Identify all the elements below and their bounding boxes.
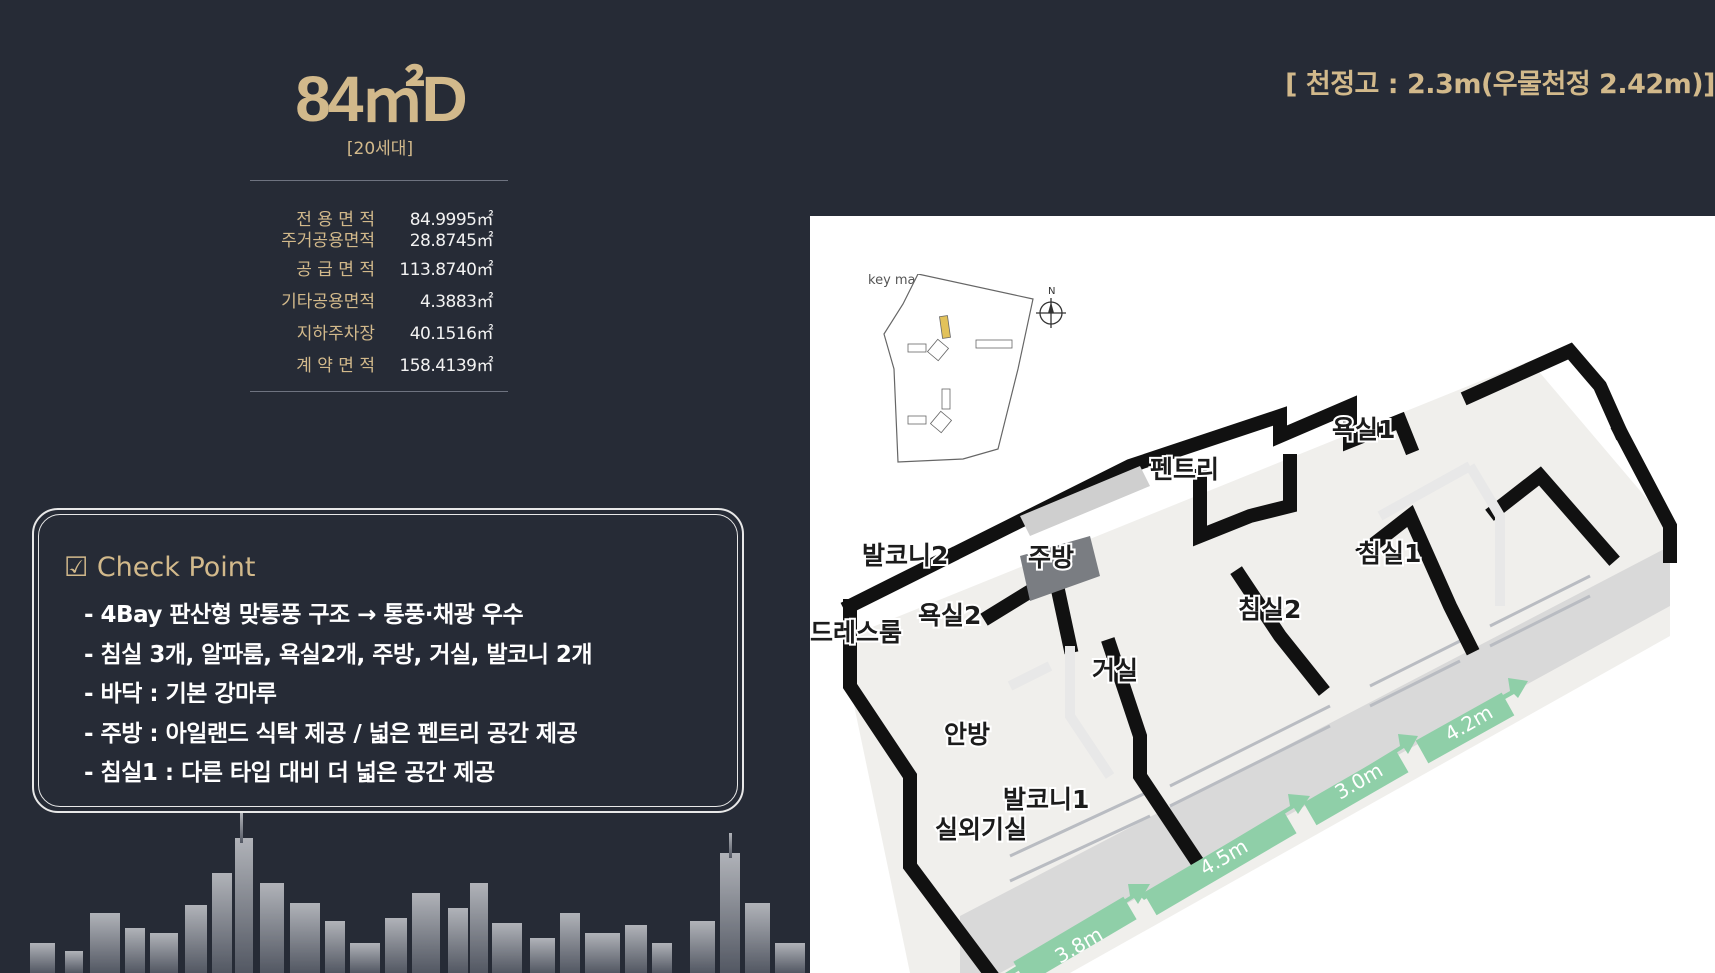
room-label-bedroom2: 침실2: [1238, 595, 1301, 624]
check-point-title-text: Check Point: [96, 552, 256, 583]
room-label-outdoor-unit: 실외기실: [935, 815, 1027, 844]
unit-size-title: 84㎡D: [295, 63, 467, 135]
room-label-living: 거실: [1092, 656, 1138, 685]
floor-plan-illustration: 욕실1 펜트리 발코니2 주방 침실1 욕실2 드레스룸 침실2 거실 안방 발…: [810, 342, 1677, 973]
building-blocks: [907, 338, 1013, 434]
area-value: 4.3883㎡: [420, 291, 493, 312]
area-value: 158.4139㎡: [399, 355, 493, 376]
room-label-kitchen: 주방: [1028, 543, 1074, 572]
room-label-dressroom: 드레스룸: [810, 618, 902, 647]
room-label-balcony1: 발코니1: [1003, 785, 1089, 814]
area-label: 전 용 면 적: [296, 209, 375, 230]
area-row: 계 약 면 적 158.4139㎡: [250, 347, 508, 379]
room-label-bedroom1: 침실1: [1358, 539, 1421, 568]
check-point-item: - 침실 3개, 알파룸, 욕실2개, 주방, 거실, 발코니 2개: [84, 641, 593, 668]
room-label-masterroom: 안방: [944, 720, 990, 749]
check-point-list: - 4Bay 판산형 맞통풍 구조 → 통풍·채광 우수 - 침실 3개, 알파…: [84, 596, 593, 794]
area-label: 기타공용면적: [281, 291, 375, 312]
room-label-balcony2: 발코니2: [862, 541, 948, 570]
kitchen-counter: [1020, 466, 1150, 536]
key-map-label: key map: [868, 274, 924, 288]
interior-partitions: [1007, 461, 1505, 779]
ceiling-height-note: [ 천정고 : 2.3m(우물천정 2.42m)]: [1285, 69, 1715, 100]
room-label-pantry: 펜트리: [1150, 455, 1219, 484]
north-label: N: [1048, 286, 1055, 297]
city-skyline-illustration: [30, 813, 805, 973]
area-value: 84.9995㎡: [409, 209, 494, 230]
floor-slab: [850, 361, 1670, 973]
area-row: 주거공용면적 28.8745㎡: [250, 225, 508, 251]
dimension-bars: [1013, 692, 1515, 973]
exterior-wall-face: [960, 546, 1670, 973]
room-label-bath2: 욕실2: [918, 601, 981, 630]
area-label: 주거공용면적: [281, 230, 375, 251]
check-point-title: ☑ Check Point: [64, 552, 256, 583]
check-point-item: - 바닥 : 기본 강마루: [84, 681, 277, 707]
household-count: [20세대]: [346, 139, 414, 159]
area-row: 지하주차장 40.1516㎡: [250, 315, 508, 347]
area-row: 공 급 면 적 113.8740㎡: [250, 251, 508, 283]
north-compass-icon: N: [1036, 286, 1066, 328]
unit-location-marker: [939, 315, 951, 339]
area-row: 전 용 면 적 84.9995㎡: [250, 201, 508, 233]
unit-title-block: 84㎡D [20세대]: [250, 60, 510, 159]
checkbox-icon: ☑: [64, 552, 89, 583]
key-map: key map N: [868, 274, 1066, 463]
window-frames: [1009, 574, 1591, 883]
check-point-item: - 4Bay 판산형 맞통풍 구조 → 통풍·채광 우수: [84, 602, 524, 628]
floor-plan-panel: 욕실1 펜트리 발코니2 주방 침실1 욕실2 드레스룸 침실2 거실 안방 발…: [810, 216, 1715, 973]
check-point-box: ☑ Check Point - 4Bay 판산형 맞통풍 구조 → 통풍·채광 …: [32, 508, 744, 813]
area-value: 113.8740㎡: [399, 259, 493, 280]
check-point-item: - 주방 : 아일랜드 식탁 제공 / 넓은 펜트리 공간 제공: [84, 720, 578, 747]
area-label: 공 급 면 적: [296, 259, 375, 280]
area-value: 40.1516㎡: [409, 323, 494, 344]
kitchen-island: [1020, 536, 1100, 601]
area-row: 기타공용면적 4.3883㎡: [250, 283, 508, 315]
site-outline: [883, 274, 1034, 463]
room-label-bath1: 욕실1: [1332, 415, 1395, 444]
area-table: 전 용 면 적 84.9995㎡ 주거공용면적 28.8745㎡ 공 급 면 적 11…: [250, 180, 508, 392]
area-label: 계 약 면 적: [296, 355, 375, 376]
check-point-item: - 침실1 : 다른 타입 대비 더 넓은 공간 제공: [84, 760, 495, 786]
area-label: 지하주차장: [296, 323, 375, 344]
area-value: 28.8745㎡: [409, 230, 494, 251]
